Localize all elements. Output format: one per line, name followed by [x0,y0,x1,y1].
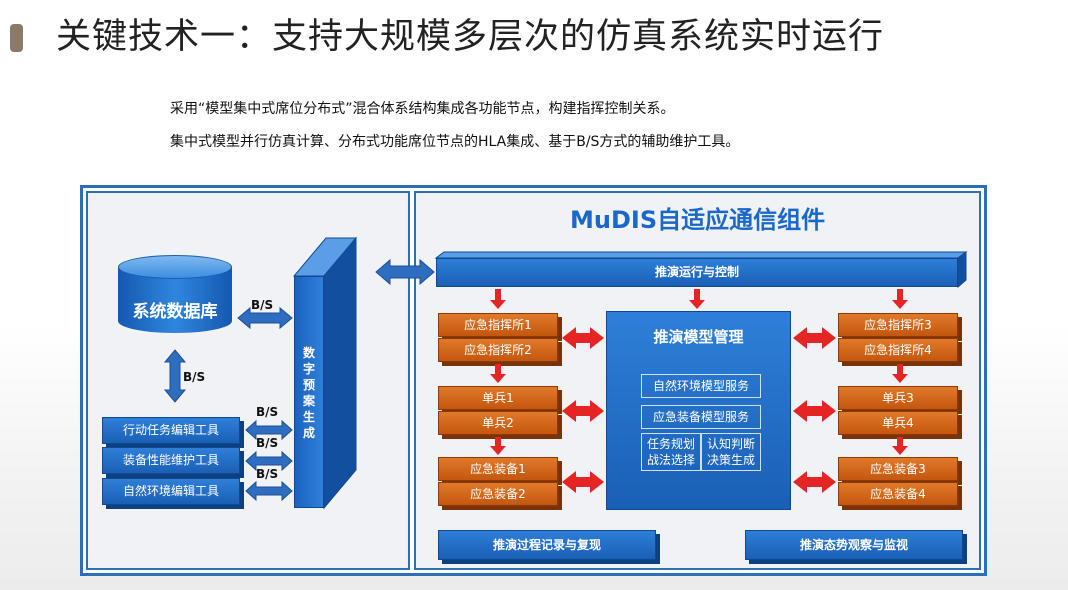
bs-label-tool3: B/S [256,467,279,481]
node-equipment-2: 应急装备2 [438,482,558,506]
bs-label-vertical: B/S [183,370,206,384]
split-decision-line2: 决策生成 [706,453,755,467]
red-down-arrows [490,289,908,455]
split-decision-line1: 认知判断 [706,437,755,451]
situation-monitor-bar: 推演态势观察与监视 [745,530,963,560]
node-command-post-3: 应急指挥所3 [838,313,958,337]
database-cylinder: 系统数据库 [118,255,232,345]
record-replay-bar: 推演过程记录与复现 [438,530,656,560]
database-top [118,255,232,279]
node-equipment-4: 应急装备4 [838,482,958,506]
run-control-bar: 推演运行与控制 [436,258,958,287]
split-planning: 任务规划 战法选择 [641,433,701,471]
model-management-title: 推演模型管理 [653,328,744,346]
split-planning-line1: 任务规划 [646,437,695,451]
node-command-post-2: 应急指挥所2 [438,338,558,362]
database-label: 系统数据库 [132,302,218,322]
split-planning-line2: 战法选择 [646,453,695,467]
intro-line-1: 采用“模型集中式席位分布式”混合体系结构集成各功能节点，构建指挥控制关系。 [170,101,675,117]
node-equipment-1: 应急装备1 [438,457,558,481]
service-environment: 自然环境模型服务 [641,374,761,398]
red-double-arrows [562,327,836,493]
node-soldier-1: 单兵1 [438,386,558,410]
mudis-heading: MuDIS自适应通信组件 [570,206,826,234]
bs-label-db: B/S [251,298,274,312]
node-soldier-4: 单兵4 [838,411,958,435]
bs-label-tool1: B/S [256,405,279,419]
tool-mission-edit: 行动任务编辑工具 [102,417,240,444]
node-soldier-3: 单兵3 [838,386,958,410]
node-equipment-3: 应急装备3 [838,457,958,481]
intro-line-2: 集中式模型并行仿真计算、分布式功能席位节点的HLA集成、基于B/S方式的辅助维护… [170,134,740,150]
tool-equipment-maintain: 装备性能维护工具 [102,447,240,474]
digital-plan-label: 数字预案生成 [302,346,315,440]
digital-plan-board [294,276,324,508]
tool-environment-edit: 自然环境编辑工具 [102,478,240,505]
service-equipment: 应急装备模型服务 [641,405,761,429]
page-title: 关键技术一：支持大规模多层次的仿真系统实时运行 [56,17,885,57]
node-command-post-1: 应急指挥所1 [438,313,558,337]
bs-label-tool2: B/S [256,436,279,450]
blue-double-arrows [163,258,435,502]
node-soldier-2: 单兵2 [438,411,558,435]
node-command-post-4: 应急指挥所4 [838,338,958,362]
title-accent-bar [10,24,23,52]
split-decision: 认知判断 决策生成 [701,433,761,471]
